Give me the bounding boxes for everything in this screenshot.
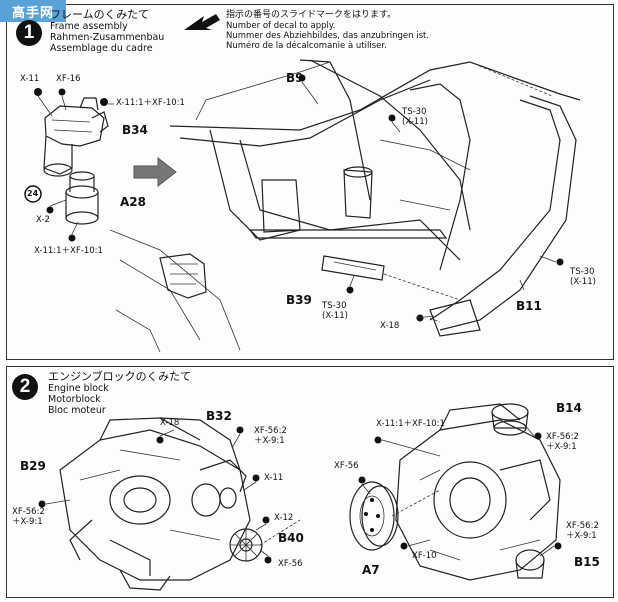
step1-panel: [6, 4, 614, 360]
label-x11: X-11: [20, 74, 40, 84]
label-ts30-b: TS-30: [570, 267, 595, 277]
step1-title-de: Rahmen-Zusammenbau: [50, 32, 165, 43]
label-ts30-a-sub: (X-11): [402, 117, 428, 127]
label-b9: B9: [286, 71, 304, 85]
label-xf56: XF-56: [278, 559, 303, 569]
decal-24-number: 24: [27, 189, 39, 198]
label-x11-xf10-b: X-11:1＋XF-10:1: [34, 246, 103, 256]
label-ts30-a: TS-30: [402, 107, 427, 117]
engine-block-left: [59, 417, 251, 591]
label-xf10: XF-10: [412, 551, 437, 561]
label-ts30-b-sub: (X-11): [570, 277, 596, 287]
decal-note-en: Number of decal to apply.: [226, 21, 336, 31]
label-x11-xf10: X-11:1＋XF-10:1: [116, 98, 185, 108]
step2-number: 2: [12, 374, 38, 400]
watermark-logo: 高手网: [0, 0, 66, 22]
decal-note-fr: Numéro de la décalcomanie à utiliser.: [226, 41, 387, 51]
engine-block-right: [395, 403, 561, 581]
step2-title-jp: エンジンブロックのくみたて: [48, 370, 192, 383]
label-x18: X-18: [380, 321, 400, 331]
step2-title-fr: Bloc moteur: [48, 405, 106, 416]
label-xf16: XF-16: [56, 74, 81, 84]
label-xf56-x9-sub: ＋X-9:1: [254, 436, 285, 446]
label-ts30-c-sub: (X-11): [322, 311, 348, 321]
label-b29: B29: [20, 459, 46, 473]
label-ts30-c: TS-30: [322, 301, 347, 311]
label-xf56-b: XF-56: [334, 461, 359, 471]
label-xf56-x9-r2-sub: ＋X-9:1: [566, 531, 597, 541]
label-b14: B14: [556, 401, 582, 415]
label-b40: B40: [278, 531, 304, 545]
label-b34: B34: [122, 123, 148, 137]
label-xf56-x9-r2: XF-56:2: [566, 521, 599, 531]
label-xf56-x9-left: XF-56:2: [12, 507, 45, 517]
step1-title-fr: Assemblage du cadre: [50, 43, 153, 54]
decal-note-jp: 指示の番号のスライドマークをはります。: [226, 10, 397, 20]
label-x11-xf10-engine: X-11:1＋XF-10:1: [376, 419, 445, 429]
step1-title-en: Frame assembly: [50, 21, 128, 32]
clutch-a7: [349, 481, 399, 551]
a28-part-drawing: [65, 171, 99, 225]
label-xf56-x9-r1-sub: ＋X-9:1: [546, 442, 577, 452]
cap-b14: [491, 403, 529, 436]
label-b32: B32: [206, 409, 232, 423]
label-a28: A28: [120, 195, 146, 209]
label-xf56-x9: XF-56:2: [254, 426, 287, 436]
label-x11-engine: X-11: [264, 473, 284, 483]
label-a7: A7: [362, 563, 380, 577]
cap-b15: [515, 549, 545, 579]
step2-title-de: Motorblock: [48, 394, 101, 405]
gear-b40: [229, 528, 263, 562]
step1-number: 1: [16, 20, 42, 46]
label-x12: X-12: [274, 513, 294, 523]
b34-part-drawing: [43, 97, 109, 177]
label-b11: B11: [516, 299, 542, 313]
label-xf56-x9-left-sub: ＋X-9:1: [12, 517, 43, 527]
decal-note-de: Nummer des Abziehbildes, das anzubringen…: [226, 31, 430, 41]
label-x18-engine: X-18: [160, 418, 180, 428]
step1-title-jp: フレームのくみたて: [50, 8, 150, 21]
label-x2: X-2: [36, 215, 50, 225]
label-xf56-x9-r1: XF-56:2: [546, 432, 579, 442]
label-b15: B15: [574, 555, 600, 569]
label-b39: B39: [286, 293, 312, 307]
step2-title-en: Engine block: [48, 383, 109, 394]
